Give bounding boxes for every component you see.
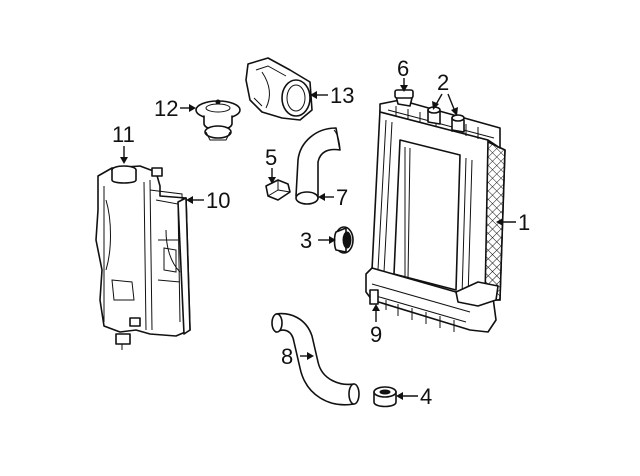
grommet-4 [373,386,397,408]
callout-11: 11 [112,122,135,147]
callout-9: 9 [370,322,382,347]
callout-4: 4 [420,384,432,409]
leader-lines [120,78,516,400]
callout-5: 5 [265,145,277,170]
callout-1: 1 [518,210,530,235]
grommet-3 [333,226,354,254]
callout-7: 7 [336,185,348,210]
callout-10: 10 [206,188,230,213]
radiator [365,89,506,333]
thermostat-housing [245,57,313,121]
callout-6: 6 [397,56,409,81]
callout-13: 13 [330,83,354,108]
thermostat [195,99,241,141]
callout-12: 12 [154,96,178,121]
callout-8: 8 [281,344,293,369]
bleed-screw [265,179,291,201]
callout-2: 2 [437,70,449,95]
upper-radiator-hose [295,127,341,205]
callout-3: 3 [300,228,312,253]
coolant-reservoir [95,165,191,350]
lower-radiator-hose [271,312,360,406]
